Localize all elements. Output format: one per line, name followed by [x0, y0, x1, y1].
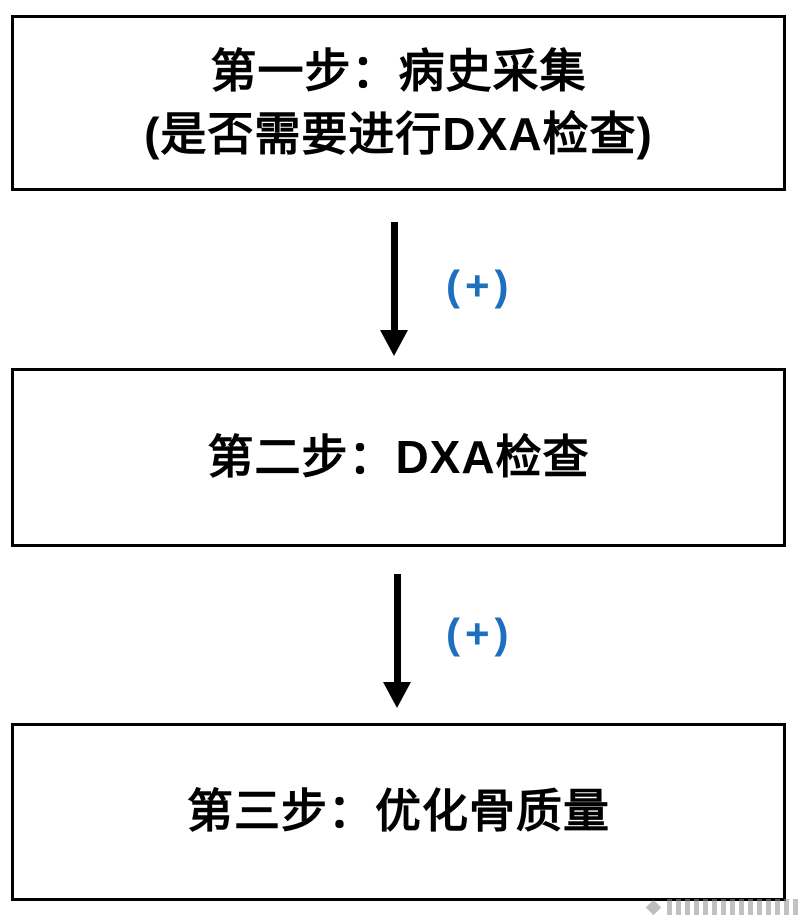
watermark — [645, 899, 798, 918]
step-1-subtitle: (是否需要进行DXA检查) — [144, 108, 653, 160]
step-1-box: 第一步：病史采集 (是否需要进行DXA检查) — [11, 15, 786, 191]
arrow-shaft — [390, 222, 398, 330]
step-3-title: 第三步：优化骨质量 — [187, 785, 610, 838]
connector-2-plus-label: (+) — [446, 610, 514, 657]
arrow-shaft — [393, 574, 401, 682]
watermark-diamond-icon — [645, 899, 662, 916]
down-arrow-icon — [383, 574, 411, 708]
step-2-title: 第二步：DXA检查 — [207, 430, 590, 483]
step-3-box: 第三步：优化骨质量 — [11, 723, 786, 901]
arrow-head — [380, 330, 408, 356]
step-1-title: 第一步：病史采集 — [210, 44, 587, 97]
step-2-box: 第二步：DXA检查 — [11, 368, 786, 547]
watermark-text-fragment — [667, 899, 798, 915]
down-arrow-icon — [380, 222, 408, 356]
connector-1-plus-label: (+) — [446, 262, 514, 309]
arrow-head — [383, 682, 411, 708]
